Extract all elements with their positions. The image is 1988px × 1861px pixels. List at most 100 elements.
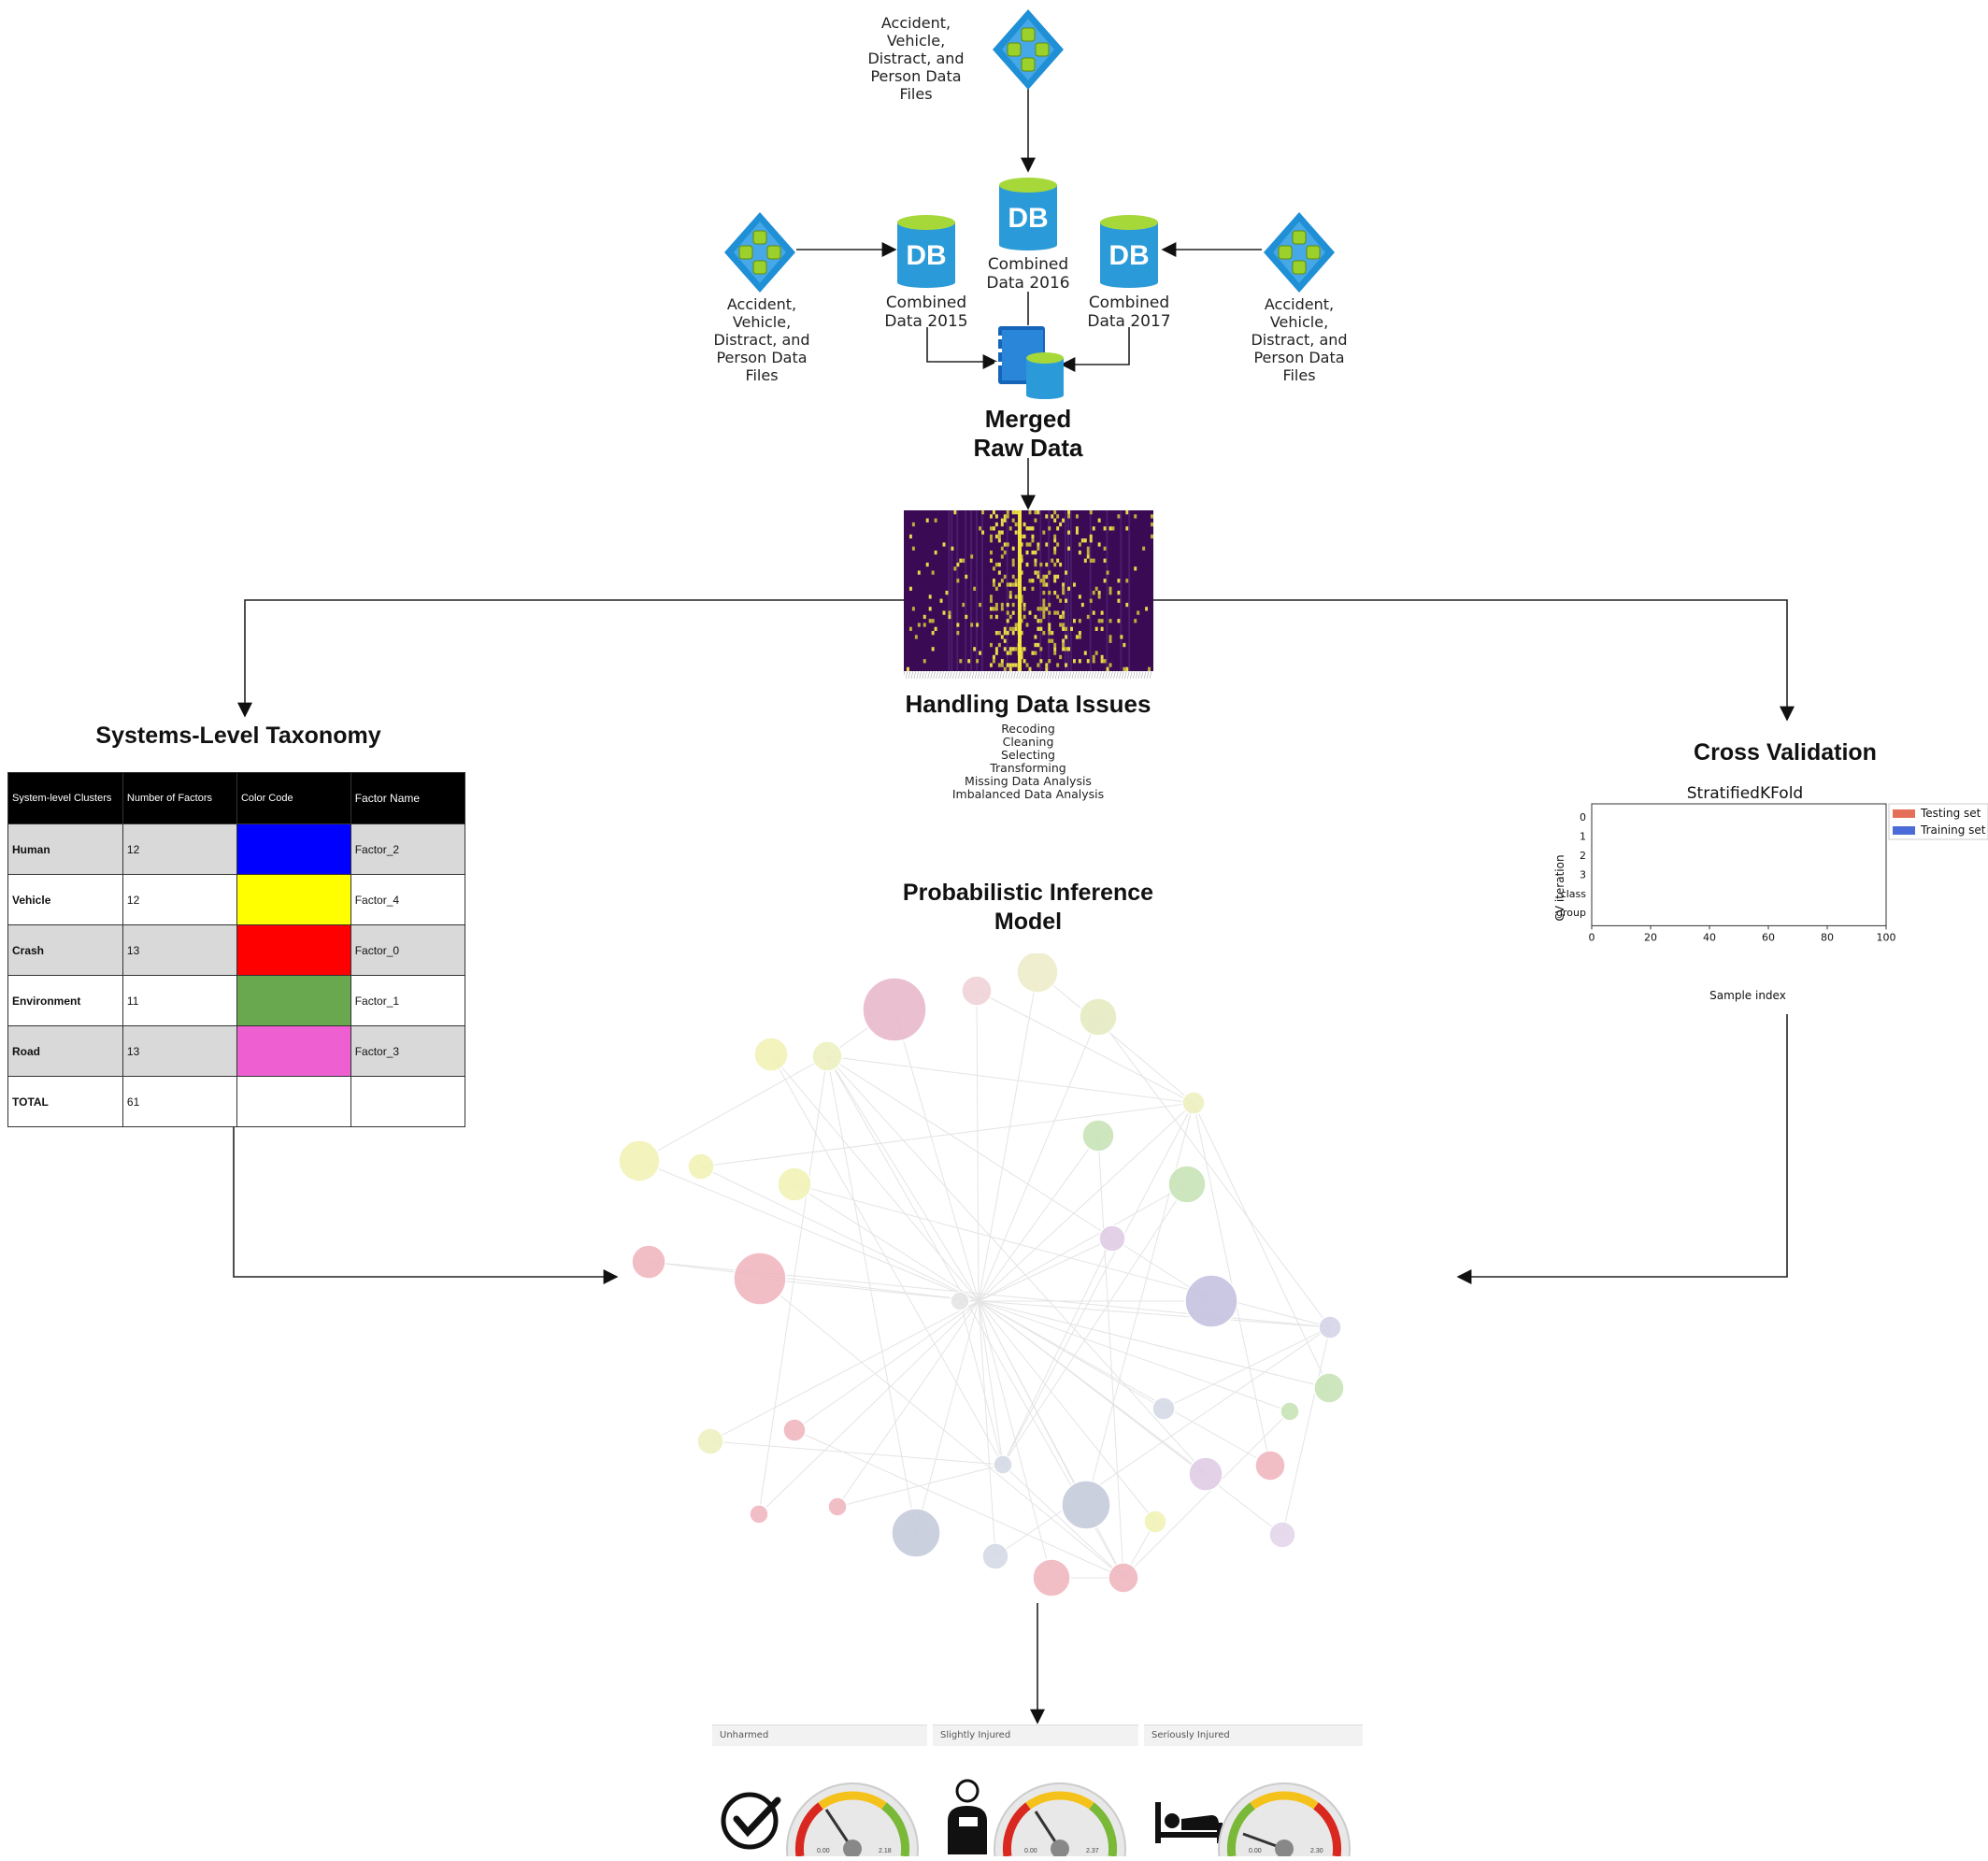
cv-ytick-label: class — [1561, 888, 1587, 900]
data-files-icon — [993, 9, 1064, 90]
cluster-name: Road — [7, 1025, 123, 1077]
network-node — [811, 1040, 843, 1072]
network-node — [1032, 1558, 1071, 1597]
table-row: Road 13 Factor_3 — [7, 1025, 466, 1077]
factor-name: Factor_3 — [350, 1025, 466, 1077]
cluster-name: Crash — [7, 924, 123, 976]
db-label-2017: Combined Data 2017 — [1087, 293, 1171, 331]
network-node — [1098, 1224, 1126, 1253]
network-node — [753, 1037, 789, 1072]
cv-ytick-label: 0 — [1580, 811, 1586, 823]
person-injured-icon — [948, 1779, 987, 1854]
cv-title: Cross Validation — [1694, 739, 1877, 766]
network-node — [1079, 997, 1118, 1037]
panel-label: Unharmed — [712, 1725, 927, 1746]
taxonomy-title: Systems-Level Taxonomy — [95, 723, 381, 749]
network-node — [733, 1252, 787, 1306]
network-node — [777, 1167, 812, 1202]
network-node — [1108, 1562, 1139, 1594]
gauge-max: 2.18 — [879, 1848, 892, 1854]
network-node — [961, 975, 993, 1007]
cv-chart: StratifiedKFold CV iteration Sample inde… — [1553, 784, 1988, 1002]
header-factor: Factor Name — [350, 772, 466, 824]
database-icon: DB — [897, 215, 955, 288]
database-2015: DB — [895, 213, 957, 288]
cluster-name: TOTAL — [7, 1076, 123, 1127]
network-node — [891, 1508, 941, 1558]
factor-name: Factor_4 — [350, 874, 466, 925]
data-files-icon — [1264, 212, 1335, 293]
cluster-name: Human — [7, 823, 123, 875]
gauge-min: 0.00 — [1249, 1848, 1262, 1854]
cv-xtick-label: 0 — [1589, 931, 1595, 943]
network-node — [1268, 1521, 1296, 1549]
outcome-panel-seriously-injured: Seriously Injured 0.00 2.30 — [1144, 1725, 1363, 1861]
outcome-panel-unharmed: Unharmed 0.00 2.18 — [712, 1725, 927, 1861]
network-node — [696, 1427, 724, 1455]
cv-ytick-label: group — [1556, 907, 1586, 919]
color-swatch — [236, 1076, 351, 1127]
db-label-2016: Combined Data 2016 — [986, 255, 1070, 293]
gauge-icon — [1218, 1782, 1351, 1861]
gauge-icon — [994, 1782, 1126, 1861]
data-files-icon — [724, 212, 795, 293]
network-node — [1151, 1396, 1176, 1421]
table-row: Crash 13 Factor_0 — [7, 924, 466, 976]
legend-train-swatch — [1893, 826, 1915, 835]
table-row: Vehicle 12 Factor_4 — [7, 874, 466, 925]
bayesian-network-graph — [618, 953, 1345, 1597]
database-2017: DB — [1098, 213, 1160, 288]
network-node — [1280, 1401, 1300, 1422]
header-color: Color Code — [236, 772, 351, 824]
color-swatch — [236, 874, 351, 925]
gauge-min: 0.00 — [817, 1848, 830, 1854]
factor-name: Factor_0 — [350, 924, 466, 976]
panel-label: Seriously Injured — [1144, 1725, 1363, 1746]
network-node — [1016, 953, 1059, 994]
network-node — [1184, 1274, 1238, 1328]
merged-title: Merged Raw Data — [973, 405, 1083, 462]
database-icon: DB — [999, 178, 1057, 251]
header-count: Number of Factors — [122, 772, 237, 824]
color-swatch — [236, 1025, 351, 1077]
factor-count: 11 — [122, 975, 237, 1026]
cluster-name: Vehicle — [7, 874, 123, 925]
svg-text:DB: DB — [1008, 203, 1048, 234]
network-node — [1061, 1480, 1111, 1530]
source-files-top — [991, 7, 1066, 92]
network-node — [1254, 1450, 1286, 1482]
source-label-right: Accident, Vehicle, Distract, and Person … — [1251, 295, 1348, 384]
source-label-left: Accident, Vehicle, Distract, and Person … — [713, 295, 810, 384]
factor-count: 12 — [122, 874, 237, 925]
panel-label: Slightly Injured — [933, 1725, 1138, 1746]
network-node — [1081, 1119, 1115, 1152]
issue-item: Missing Data Analysis — [965, 774, 1092, 788]
network-node — [1318, 1315, 1342, 1339]
checkmark-icon — [721, 1792, 781, 1850]
cv-xtick-label: 20 — [1644, 931, 1657, 943]
network-node — [1167, 1165, 1207, 1204]
cv-xtick-label: 80 — [1821, 931, 1834, 943]
color-swatch — [236, 975, 351, 1026]
network-node — [749, 1504, 769, 1525]
factor-name: Factor_1 — [350, 975, 466, 1026]
missing-data-heatmap — [904, 510, 1153, 680]
cv-ylabel: CV iteration — [1553, 854, 1566, 921]
factor-count: 13 — [122, 924, 237, 976]
table-row: Environment 11 Factor_1 — [7, 975, 466, 1026]
color-swatch — [236, 823, 351, 875]
network-node — [631, 1244, 666, 1280]
color-swatch — [236, 924, 351, 976]
network-node — [862, 977, 927, 1042]
issue-item: Cleaning — [1002, 735, 1054, 749]
factor-name — [350, 1076, 466, 1127]
db-label-2015: Combined Data 2015 — [884, 293, 968, 331]
cv-ytick-label: 1 — [1580, 831, 1586, 843]
network-node — [1188, 1456, 1223, 1492]
table-row: TOTAL 61 — [7, 1076, 466, 1127]
outcome-panel-slightly-injured: Slightly Injured 0.00 2.37 — [933, 1725, 1138, 1861]
factor-name: Factor_2 — [350, 823, 466, 875]
network-node — [687, 1152, 715, 1181]
source-files-left — [722, 210, 797, 294]
